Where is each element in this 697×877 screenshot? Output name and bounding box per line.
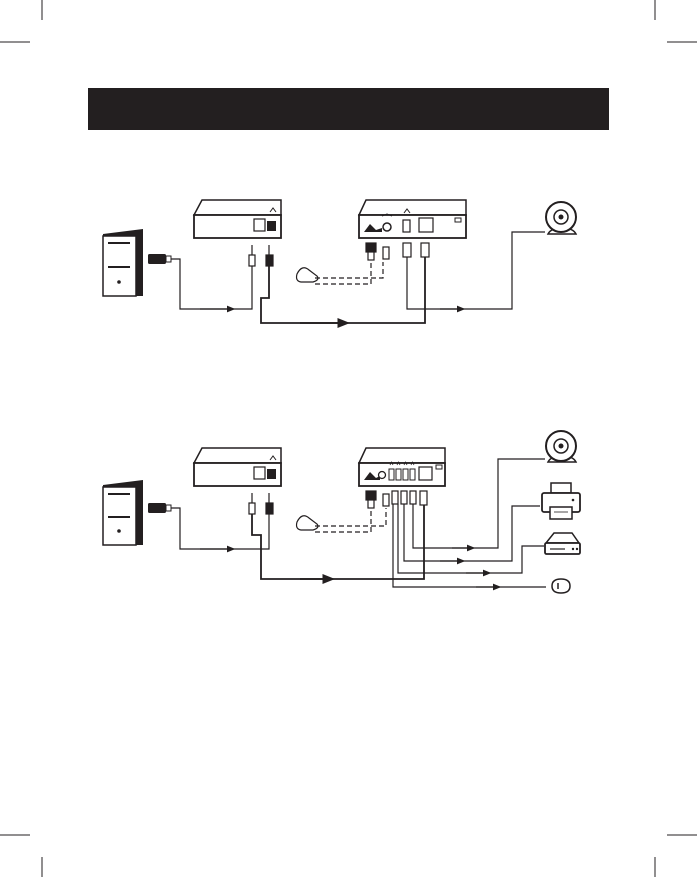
power-adapter-icon	[297, 516, 318, 530]
printer-icon	[542, 483, 580, 519]
ethernet-port-icon	[419, 467, 432, 480]
computer-icon	[103, 229, 143, 296]
usb-port-icon	[410, 469, 415, 480]
ethernet-port-icon	[254, 219, 265, 231]
usb-port-icon	[389, 469, 394, 480]
ethernet-port-icon	[254, 467, 265, 479]
diagram-single-usb	[103, 200, 576, 323]
power-symbol-icon	[383, 223, 391, 231]
webcam-icon	[546, 431, 576, 462]
external-drive-icon	[545, 533, 580, 554]
diagram-multi-usb	[103, 431, 580, 593]
power-symbol-icon	[379, 472, 386, 479]
usb-plug-icon	[148, 503, 166, 513]
receiver-unit	[359, 448, 445, 486]
mouse-icon	[552, 579, 570, 593]
receiver-unit	[359, 200, 466, 238]
computer-icon	[103, 480, 143, 545]
usb-port-icon	[403, 469, 408, 480]
usb-b-port-icon	[267, 221, 276, 231]
ethernet-port-icon	[419, 218, 433, 232]
usb-b-port-icon	[267, 469, 276, 479]
usb-plug-icon	[148, 254, 166, 264]
usb-port-icon	[396, 469, 401, 480]
usb-port-icon	[403, 220, 410, 232]
transmitter-unit	[194, 448, 281, 486]
transmitter-unit	[194, 200, 281, 238]
webcam-icon	[546, 202, 576, 234]
power-adapter-icon	[297, 268, 318, 282]
